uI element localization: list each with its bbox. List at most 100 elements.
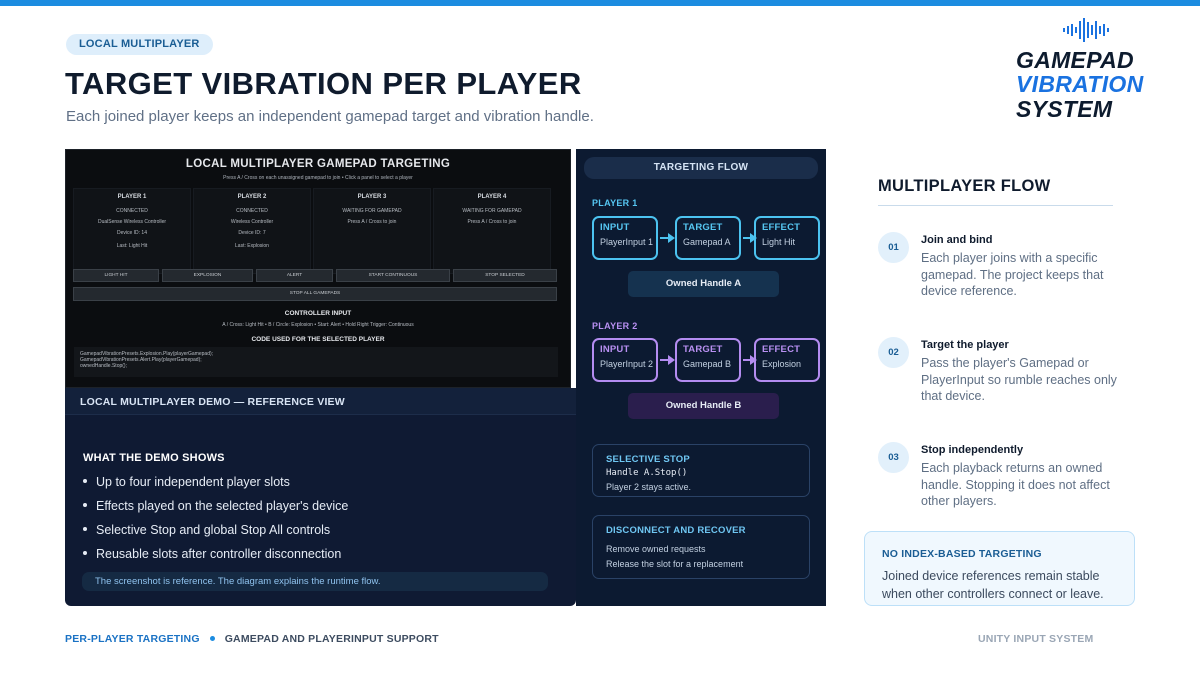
note-box-body: Joined device references remain stable w… <box>882 569 1104 601</box>
step-number: 02 <box>878 337 909 368</box>
slot-heading: PLAYER 1 <box>117 194 147 200</box>
player-1-effect-box: EFFECT Light Hit <box>754 216 820 260</box>
step-body: Pass the player's Gamepad or PlayerInput… <box>921 356 1117 403</box>
disconnect-box: DISCONNECT AND RECOVER Remove owned requ… <box>592 515 810 579</box>
controller-input-title: CONTROLLER INPUT <box>284 310 352 317</box>
demo-heading: WHAT THE DEMO SHOWS <box>83 452 225 464</box>
owned-handle-a: Owned Handle A <box>628 271 779 297</box>
demo-band-label: LOCAL MULTIPLAYER DEMO — REFERENCE VIEW <box>80 396 345 408</box>
stop-all-button[interactable]: STOP ALL GAMEPADS <box>73 287 557 301</box>
disconnect-line-2: Release the slot for a replacement <box>606 559 744 569</box>
bullet-dot <box>83 527 87 531</box>
start-continuous-button[interactable]: START CONTINUOUS <box>336 269 450 282</box>
demo-bullet-text: Reusable slots after controller disconne… <box>96 547 342 561</box>
slot-prompt: Press A / Cross to join <box>347 219 397 225</box>
player-1-label: PLAYER 1 <box>592 198 638 208</box>
box-value: Light Hit <box>762 237 796 247</box>
logo: GAMEPAD VIBRATION SYSTEM <box>1006 16 1164 122</box>
demo-bullet-text: Up to four independent player slots <box>96 475 290 489</box>
reference-screenshot: LOCAL MULTIPLAYER GAMEPAD TARGETING Pres… <box>65 149 571 388</box>
footer-label-b: GAMEPAD AND PLAYERINPUT SUPPORT <box>224 633 439 645</box>
arrow-right-icon <box>743 355 757 365</box>
alert-button[interactable]: ALERT <box>256 269 333 282</box>
step-title: Join and bind <box>921 234 993 246</box>
player-1-input-box: INPUT PlayerInput 1 <box>592 216 658 260</box>
arrow-right-icon <box>660 233 675 243</box>
step-number: 03 <box>878 442 909 473</box>
logo-line-2: VIBRATION <box>1016 71 1144 97</box>
flow-header: TARGETING FLOW <box>584 157 818 179</box>
screenshot-subtitle: Press A / Cross on each unassigned gamep… <box>223 175 413 181</box>
targeting-flow-panel: TARGETING FLOW PLAYER 1 INPUT PlayerInpu… <box>576 149 826 606</box>
slot-heading: PLAYER 3 <box>357 194 387 200</box>
slot-heading: PLAYER 2 <box>237 194 267 200</box>
slot-last: Last: Explosion <box>235 243 269 249</box>
demo-bullet: Reusable slots after controller disconne… <box>83 547 341 561</box>
player-slot-2[interactable]: PLAYER 2 CONNECTED Wireless Controller D… <box>193 188 311 274</box>
demo-bullet: Up to four independent player slots <box>83 475 290 489</box>
divider <box>878 205 1113 206</box>
step-body: Each player joins with a specific gamepa… <box>921 251 1104 298</box>
step-title: Target the player <box>921 339 1009 351</box>
disconnect-line-1: Remove owned requests <box>606 544 706 554</box>
demo-bullet: Selective Stop and global Stop All contr… <box>83 523 330 537</box>
slot-heading: PLAYER 4 <box>477 194 507 200</box>
section-tag: LOCAL MULTIPLAYER <box>66 34 213 55</box>
box-key: INPUT <box>600 344 630 355</box>
controller-input-text: A / Cross: Light Hit • B / Circle: Explo… <box>222 322 414 328</box>
box-value: Explosion <box>762 359 802 369</box>
stop-selected-button[interactable]: STOP SELECTED <box>453 269 557 282</box>
top-accent-bar <box>0 0 1200 6</box>
box-value: PlayerInput 1 <box>600 237 654 247</box>
note-box-title: NO INDEX-BASED TARGETING <box>882 548 1042 560</box>
light-hit-button[interactable]: LIGHT HIT <box>73 269 159 282</box>
player-2-effect-box: EFFECT Explosion <box>754 338 820 382</box>
demo-bullet: Effects played on the selected player's … <box>83 499 348 513</box>
demo-bullet-text: Selective Stop and global Stop All contr… <box>96 523 331 537</box>
slot-status: WAITING FOR GAMEPAD <box>462 208 522 214</box>
slot-last: Last: Light Hit <box>116 243 148 249</box>
box-value: Gamepad A <box>683 237 731 247</box>
explosion-button[interactable]: EXPLOSION <box>162 269 253 282</box>
player-2-input-box: INPUT PlayerInput 2 <box>592 338 658 382</box>
player-2-target-box: TARGET Gamepad B <box>675 338 741 382</box>
code-line: GamepadVibrationPresets.Explosion.Play(p… <box>80 351 214 357</box>
code-box: GamepadVibrationPresets.Explosion.Play(p… <box>74 347 558 377</box>
code-line: GamepadVibrationPresets.Alert.Play(playe… <box>80 357 202 363</box>
player-slot-4[interactable]: PLAYER 4 WAITING FOR GAMEPAD Press A / C… <box>433 188 551 274</box>
box-key: TARGET <box>683 222 723 233</box>
step-title: Stop independently <box>921 444 1024 456</box>
selective-stop-box: SELECTIVE STOP Handle A.Stop() Player 2 … <box>592 444 810 497</box>
demo-band: LOCAL MULTIPLAYER DEMO — REFERENCE VIEW <box>65 388 576 415</box>
player-slot-3[interactable]: PLAYER 3 WAITING FOR GAMEPAD Press A / C… <box>313 188 431 274</box>
logo-line-1: GAMEPAD <box>1016 47 1134 73</box>
player-2-label: PLAYER 2 <box>592 321 638 331</box>
multiplayer-flow-title: MULTIPLAYER FLOW <box>878 177 1051 195</box>
box-value: Gamepad B <box>683 359 732 369</box>
selective-stop-line: Player 2 stays active. <box>606 482 692 492</box>
arrow-right-icon <box>660 355 675 365</box>
footer-right: UNITY INPUT SYSTEM <box>978 633 1094 645</box>
selective-stop-title: SELECTIVE STOP <box>606 454 690 465</box>
page-title: TARGET VIBRATION PER PLAYER <box>65 66 582 101</box>
footer-dot <box>209 636 215 641</box>
player-slot-1[interactable]: PLAYER 1 CONNECTED DualSense Wireless Co… <box>73 188 191 274</box>
slot-status: CONNECTED <box>236 208 268 214</box>
bullet-dot <box>83 503 87 507</box>
arrow-right-icon <box>743 233 757 243</box>
slot-device: Wireless Controller <box>230 219 274 225</box>
demo-bullet-text: Effects played on the selected player's … <box>96 499 349 513</box>
box-value: PlayerInput 2 <box>600 359 654 369</box>
code-title: CODE USED FOR THE SELECTED PLAYER <box>251 336 385 343</box>
selective-stop-code: Handle A.Stop() <box>606 468 688 478</box>
step-number: 01 <box>878 232 909 263</box>
slot-prompt: Press A / Cross to join <box>467 219 517 225</box>
code-line: ownedHandle.Stop(); <box>80 363 127 369</box>
step-body: Each playback returns an owned handle. S… <box>921 461 1110 508</box>
no-index-targeting-box: NO INDEX-BASED TARGETING Joined device r… <box>864 531 1135 606</box>
soundwave-icon <box>1063 18 1109 42</box>
slot-device-id: Device ID: 14 <box>116 230 147 236</box>
slot-device-id: Device ID: 7 <box>238 230 266 236</box>
disconnect-title: DISCONNECT AND RECOVER <box>606 525 746 536</box>
